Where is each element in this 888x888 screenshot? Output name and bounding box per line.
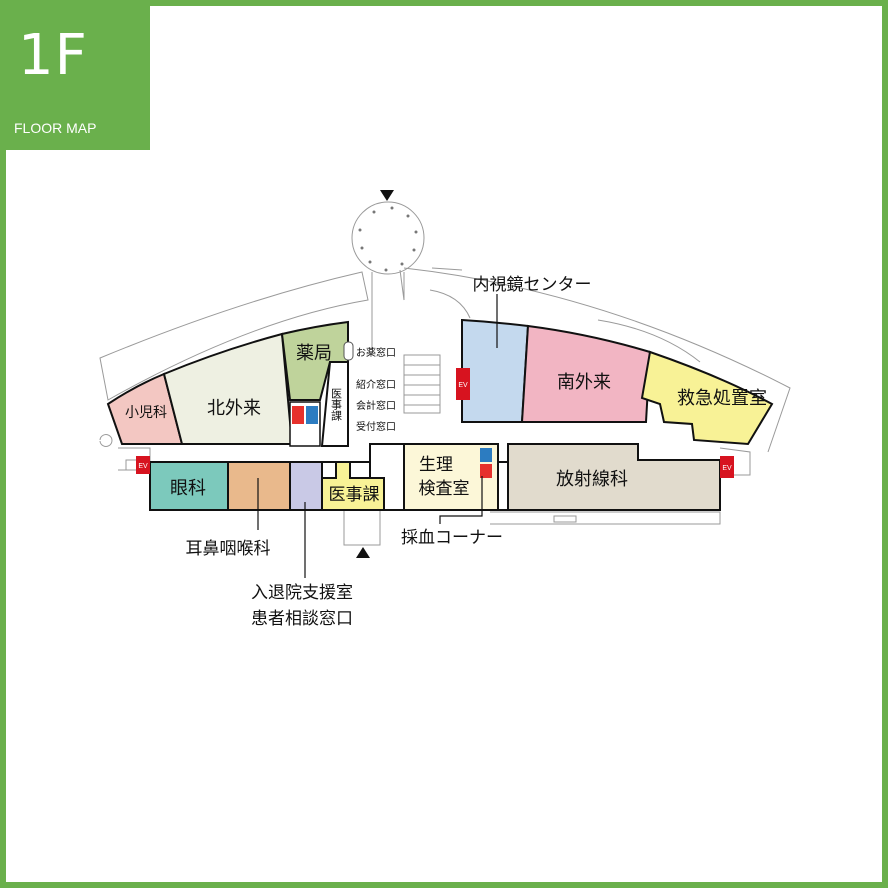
stairs [125,354,577,523]
label-medical-affairs-vertical: 医事課 [330,388,343,421]
svg-text:EV: EV [458,382,468,389]
label-pediatrics: 小児科 [125,405,167,421]
label-pharmacy: 薬局 [296,343,332,364]
room-ophthalmology[interactable] [149,461,229,511]
callout-blood: 採血コーナー [401,528,503,548]
label-cashier-window: 会計窓口 [356,399,396,412]
svg-text:EV: EV [138,463,148,470]
label-ophthalmology: 眼科 [170,478,206,499]
floor-map-label: FLOOR MAP [14,120,97,136]
label-reception-window: 受付窓口 [356,420,396,433]
elevator-east: EV [720,456,734,478]
room-ent[interactable] [227,461,291,511]
room-admission-support[interactable] [289,461,323,511]
south-entrance-arrow [356,547,370,558]
label-radiology: 放射線科 [556,469,628,490]
room-endoscopy[interactable] [461,318,530,423]
restroom-male-icon [306,406,318,424]
floor-number: 1F [18,23,88,88]
elevator-west: EV [136,456,150,474]
label-north-outpatient: 北外来 [207,398,261,419]
callout-admission-2: 患者相談窓口 [251,609,353,629]
rotunda-dots [358,206,418,272]
north-entrance-arrow [380,190,394,201]
room-medical-affairs-office[interactable] [320,361,349,447]
room-emergency[interactable] [640,350,774,446]
callout-ent: 耳鼻咽喉科 [186,539,271,559]
elevator-endoscopy: EV [456,368,470,400]
svg-text:EV: EV [722,465,732,472]
medicine-window-marker [343,341,354,361]
room-north-outpatient[interactable] [162,332,294,445]
label-emergency: 救急処置室 [677,388,767,409]
label-south-outpatient: 南外来 [557,372,611,393]
restroom-female-icon-2 [480,464,492,478]
callout-endoscopy: 内視鏡センター [473,275,592,295]
room-pharmacy[interactable] [280,320,349,401]
label-referral-window: 紹介窓口 [356,378,396,391]
restroom-male-icon-2 [480,448,492,462]
label-medical-affairs: 医事課 [329,485,380,505]
label-physiology-1: 生理 [419,455,453,475]
restroom-female-icon [292,406,304,424]
floor-badge: 1F FLOOR MAP [0,0,150,150]
label-medicine-window: お薬窓口 [356,346,396,359]
callout-lines [257,294,498,578]
label-physiology-2: 検査室 [419,479,470,499]
room-medical-affairs[interactable] [321,461,385,511]
callout-admission-1: 入退院支援室 [251,583,353,603]
